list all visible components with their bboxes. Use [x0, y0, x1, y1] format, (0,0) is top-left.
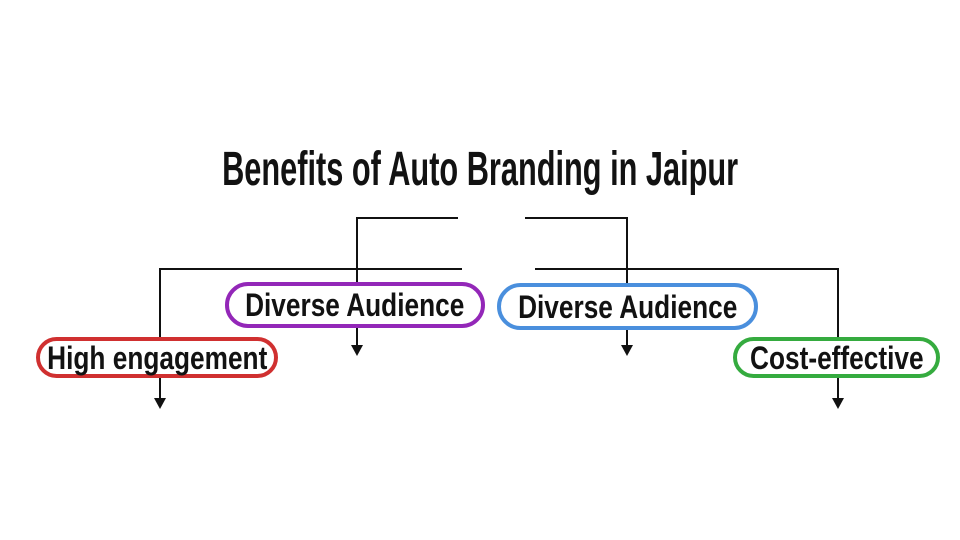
node-label: Cost-effective: [749, 339, 924, 376]
connector-vertical-to-green-node: [837, 268, 839, 400]
node-high-engagement: High engagement: [36, 337, 278, 378]
connector-vertical-to-blue-node: [626, 217, 628, 347]
arrow-down-icon: [154, 398, 166, 409]
arrow-down-icon: [351, 345, 363, 356]
arrow-down-icon: [621, 345, 633, 356]
node-cost-effective: Cost-effective: [733, 337, 940, 378]
page-title: Benefits of Auto Branding in Jaipur: [0, 146, 960, 194]
connector-mid-left-horizontal: [160, 268, 462, 270]
node-diverse-audience-purple: Diverse Audience: [225, 282, 485, 328]
node-diverse-audience-blue: Diverse Audience: [497, 283, 758, 330]
connector-top-left-horizontal: [357, 217, 458, 219]
arrow-down-icon: [832, 398, 844, 409]
connector-vertical-to-red-node: [159, 268, 161, 400]
node-label: Diverse Audience: [517, 288, 738, 325]
connector-top-right-horizontal: [525, 217, 627, 219]
page-title-text: Benefits of Auto Branding in Jaipur: [221, 143, 738, 196]
node-label: High engagement: [46, 339, 268, 376]
node-label: Diverse Audience: [245, 287, 465, 323]
connector-mid-right-horizontal: [535, 268, 838, 270]
